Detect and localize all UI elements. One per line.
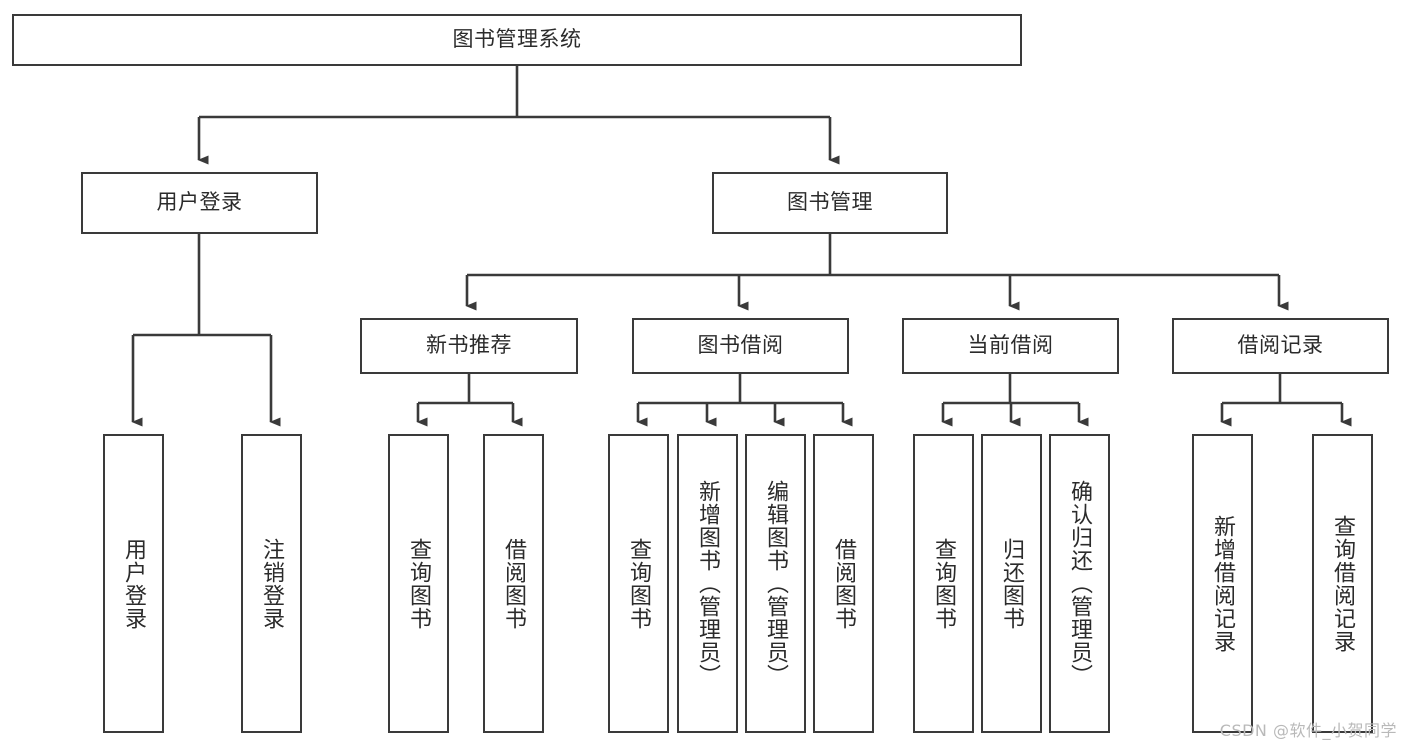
node-label: 确认归还（管理员） <box>1067 480 1093 687</box>
node-label: 新增借阅记录 <box>1210 514 1236 653</box>
node-leaf-return-book[interactable]: 归还图书 <box>981 434 1042 733</box>
node-user-login[interactable]: 用户登录 <box>81 172 318 234</box>
node-label: 借阅图书 <box>501 537 527 630</box>
node-label: 用户登录 <box>156 190 243 215</box>
node-leaf-query-record[interactable]: 查询借阅记录 <box>1312 434 1373 733</box>
node-label: 查询图书 <box>931 537 957 630</box>
node-borrow-record[interactable]: 借阅记录 <box>1172 318 1389 374</box>
node-label: 借阅记录 <box>1237 333 1324 358</box>
node-leaf-borrow-book-1[interactable]: 借阅图书 <box>483 434 544 733</box>
node-leaf-query-book-2[interactable]: 查询图书 <box>608 434 669 733</box>
node-label: 新增图书（管理员） <box>695 480 721 687</box>
node-label: 查询图书 <box>626 537 652 630</box>
node-label: 图书管理 <box>787 190 873 215</box>
node-leaf-logout-login[interactable]: 注销登录 <box>241 434 302 733</box>
node-current-borrow[interactable]: 当前借阅 <box>902 318 1119 374</box>
node-leaf-confirm-return[interactable]: 确认归还（管理员） <box>1049 434 1110 733</box>
node-label: 查询借阅记录 <box>1330 514 1356 653</box>
node-root-system[interactable]: 图书管理系统 <box>12 14 1022 66</box>
node-label: 归还图书 <box>999 537 1025 630</box>
node-leaf-user-login[interactable]: 用户登录 <box>103 434 164 733</box>
node-label: 图书管理系统 <box>452 27 582 52</box>
node-book-management[interactable]: 图书管理 <box>712 172 948 234</box>
node-label: 查询图书 <box>406 537 432 630</box>
node-label: 注销登录 <box>259 537 285 630</box>
node-leaf-query-book-1[interactable]: 查询图书 <box>388 434 449 733</box>
node-leaf-add-record[interactable]: 新增借阅记录 <box>1192 434 1253 733</box>
node-label: 当前借阅 <box>967 333 1054 358</box>
node-leaf-add-book[interactable]: 新增图书（管理员） <box>677 434 738 733</box>
node-leaf-query-book-3[interactable]: 查询图书 <box>913 434 974 733</box>
node-label: 编辑图书（管理员） <box>763 480 789 687</box>
node-leaf-borrow-book-2[interactable]: 借阅图书 <box>813 434 874 733</box>
node-new-book-recommend[interactable]: 新书推荐 <box>360 318 578 374</box>
node-label: 新书推荐 <box>426 333 512 358</box>
node-label: 图书借阅 <box>697 333 784 358</box>
node-label: 借阅图书 <box>831 537 857 630</box>
node-label: 用户登录 <box>121 537 147 630</box>
node-book-borrow[interactable]: 图书借阅 <box>632 318 849 374</box>
node-leaf-edit-book[interactable]: 编辑图书（管理员） <box>745 434 806 733</box>
